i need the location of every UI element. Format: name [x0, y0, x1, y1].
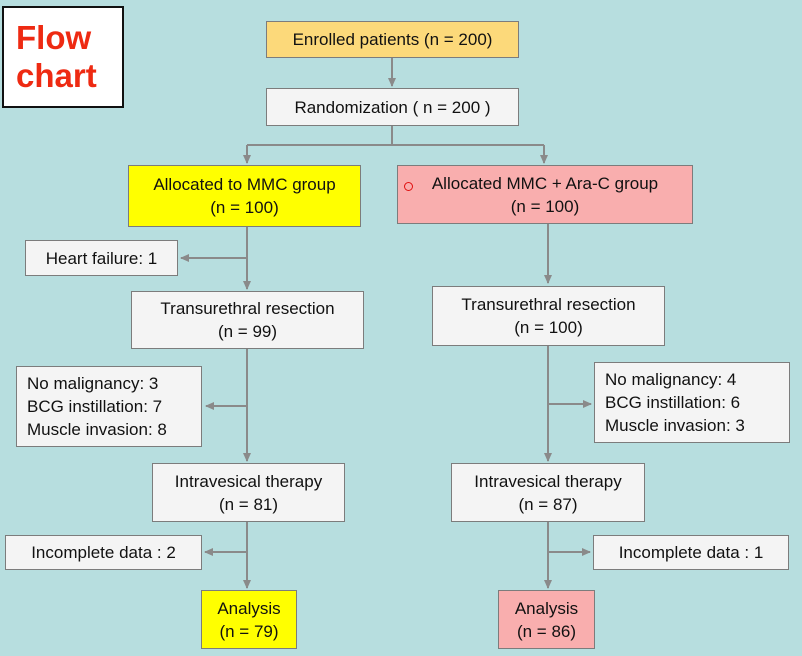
node-enrolled: Enrolled patients (n = 200) — [266, 21, 519, 58]
node-incomplete-left: Incomplete data : 2 — [5, 535, 202, 570]
node-heart-failure: Heart failure: 1 — [25, 240, 178, 276]
node-analysis-left: Analysis (n = 79) — [201, 590, 297, 649]
node-analysis-right: Analysis (n = 86) — [498, 590, 595, 649]
title-line-1: Flow — [16, 19, 92, 56]
node-tur-left: Transurethral resection (n = 99) — [131, 291, 364, 349]
node-incomplete-right: Incomplete data : 1 — [593, 535, 789, 570]
flow-chart-title: Flow chart — [2, 6, 124, 108]
node-arac-group: Allocated MMC + Ara-C group (n = 100) — [397, 165, 693, 224]
node-ivt-left: Intravesical therapy (n = 81) — [152, 463, 345, 522]
node-exclusions-left: No malignancy: 3 BCG instillation: 7 Mus… — [16, 366, 202, 447]
node-ivt-right: Intravesical therapy (n = 87) — [451, 463, 645, 522]
node-exclusions-right: No malignancy: 4 BCG instillation: 6 Mus… — [594, 362, 790, 443]
node-tur-right: Transurethral resection (n = 100) — [432, 286, 665, 346]
title-line-2: chart — [16, 57, 97, 94]
node-mmc-group: Allocated to MMC group (n = 100) — [128, 165, 361, 227]
red-marker-dot — [404, 182, 413, 191]
node-randomization: Randomization ( n = 200 ) — [266, 88, 519, 126]
